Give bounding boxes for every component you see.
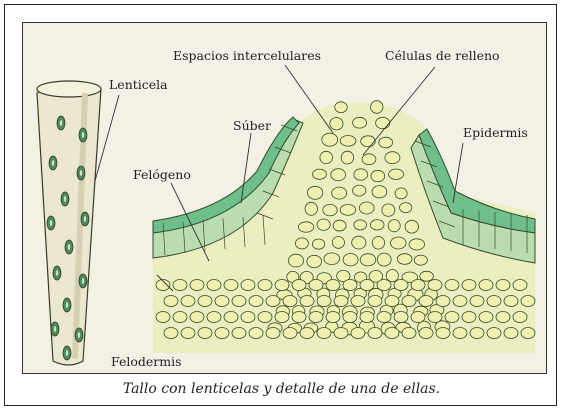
label-suber: Súber [233,120,271,133]
label-espacios-intercelulares: Espacios intercelulares [173,50,321,63]
label-felogeno: Felógeno [133,169,191,182]
label-felodermis: Felodermis [111,356,182,369]
stem-cylinder [37,81,101,365]
label-lenticela: Lenticela [109,79,168,92]
figure-caption: Tallo con lenticelas y detalle de una de… [5,381,558,397]
illustration-panel: Lenticela Espacios intercelulares Célula… [22,22,547,374]
label-epidermis: Epidermis [463,127,528,140]
lenticel-illustration [23,23,547,374]
figure-frame: Lenticela Espacios intercelulares Célula… [4,4,557,406]
label-celulas-de-relleno: Células de relleno [385,50,500,63]
